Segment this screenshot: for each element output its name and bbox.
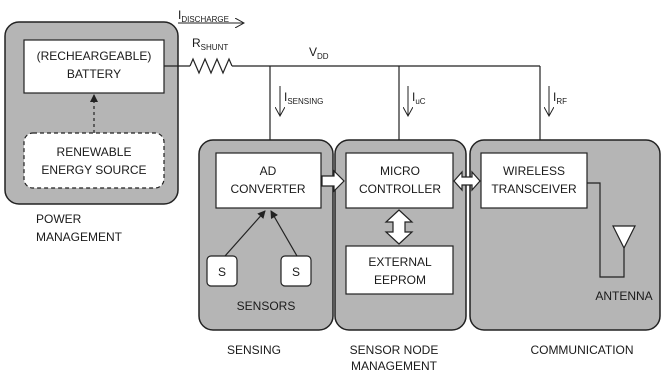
ad-converter-box: [215, 152, 322, 209]
renewable-label-line1: RENEWABLE: [57, 145, 132, 159]
transceiver-label-line2: TRANSCEIVER: [491, 182, 577, 196]
mcu-transceiver-bus-arrow: [453, 170, 481, 192]
transceiver-label-line1: WIRELESS: [503, 164, 565, 178]
vdd-label: VDD: [309, 45, 329, 61]
microcontroller-box: [345, 152, 454, 209]
sensors-label: SENSORS: [237, 299, 296, 313]
battery-label-line1: (RECHEARGEABLE): [37, 49, 152, 63]
mcu-label-line1: MICRO: [380, 164, 420, 178]
node-caption-line2: MANAGEMENT: [351, 359, 438, 371]
communication-caption: COMMUNICATION: [530, 343, 633, 357]
i-discharge-label: IDISCHARGE: [178, 8, 229, 24]
renewable-energy-box: [23, 132, 165, 189]
adc-label-line1: AD: [260, 164, 277, 178]
power-caption-line2: MANAGEMENT: [36, 230, 123, 244]
mcu-label-line2: CONTROLLER: [359, 182, 441, 196]
wireless-transceiver-box: [480, 152, 588, 209]
eeprom-label-line2: EEPROM: [374, 273, 426, 287]
sensing-caption: SENSING: [227, 343, 281, 357]
antenna-label: ANTENNA: [595, 289, 652, 303]
i-rf-label: IRF: [553, 90, 567, 106]
sensor-a-to-adc-arrow: [224, 210, 266, 257]
renewable-label-line2: ENERGY SOURCE: [41, 163, 146, 177]
battery-box: [23, 39, 165, 94]
i-sensing-label: ISENSING: [284, 90, 323, 106]
eeprom-box: [345, 245, 454, 295]
sensor-a-box: [206, 255, 238, 287]
sensor-b-label: S: [292, 265, 300, 279]
battery-label-line2: BATTERY: [67, 67, 121, 81]
eeprom-label-line1: EXTERNAL: [368, 255, 432, 269]
sensor-a-label: S: [218, 265, 226, 279]
shunt-resistor: [189, 57, 233, 75]
adc-to-mcu-bus-arrow: [321, 169, 345, 193]
adc-label-line2: CONVERTER: [230, 182, 305, 196]
antenna-icon: [612, 225, 636, 250]
i-uc-label: IuC: [412, 90, 426, 106]
node-caption-line1: SENSOR NODE: [350, 343, 439, 357]
sensor-b-box: [280, 255, 312, 287]
antenna-feed-line: [587, 182, 625, 278]
power-caption-line1: POWER: [36, 212, 82, 226]
mcu-eeprom-bus-arrow: [384, 209, 414, 245]
sensor-b-to-adc-arrow: [270, 210, 298, 257]
r-shunt-label: RSHUNT: [192, 36, 228, 52]
